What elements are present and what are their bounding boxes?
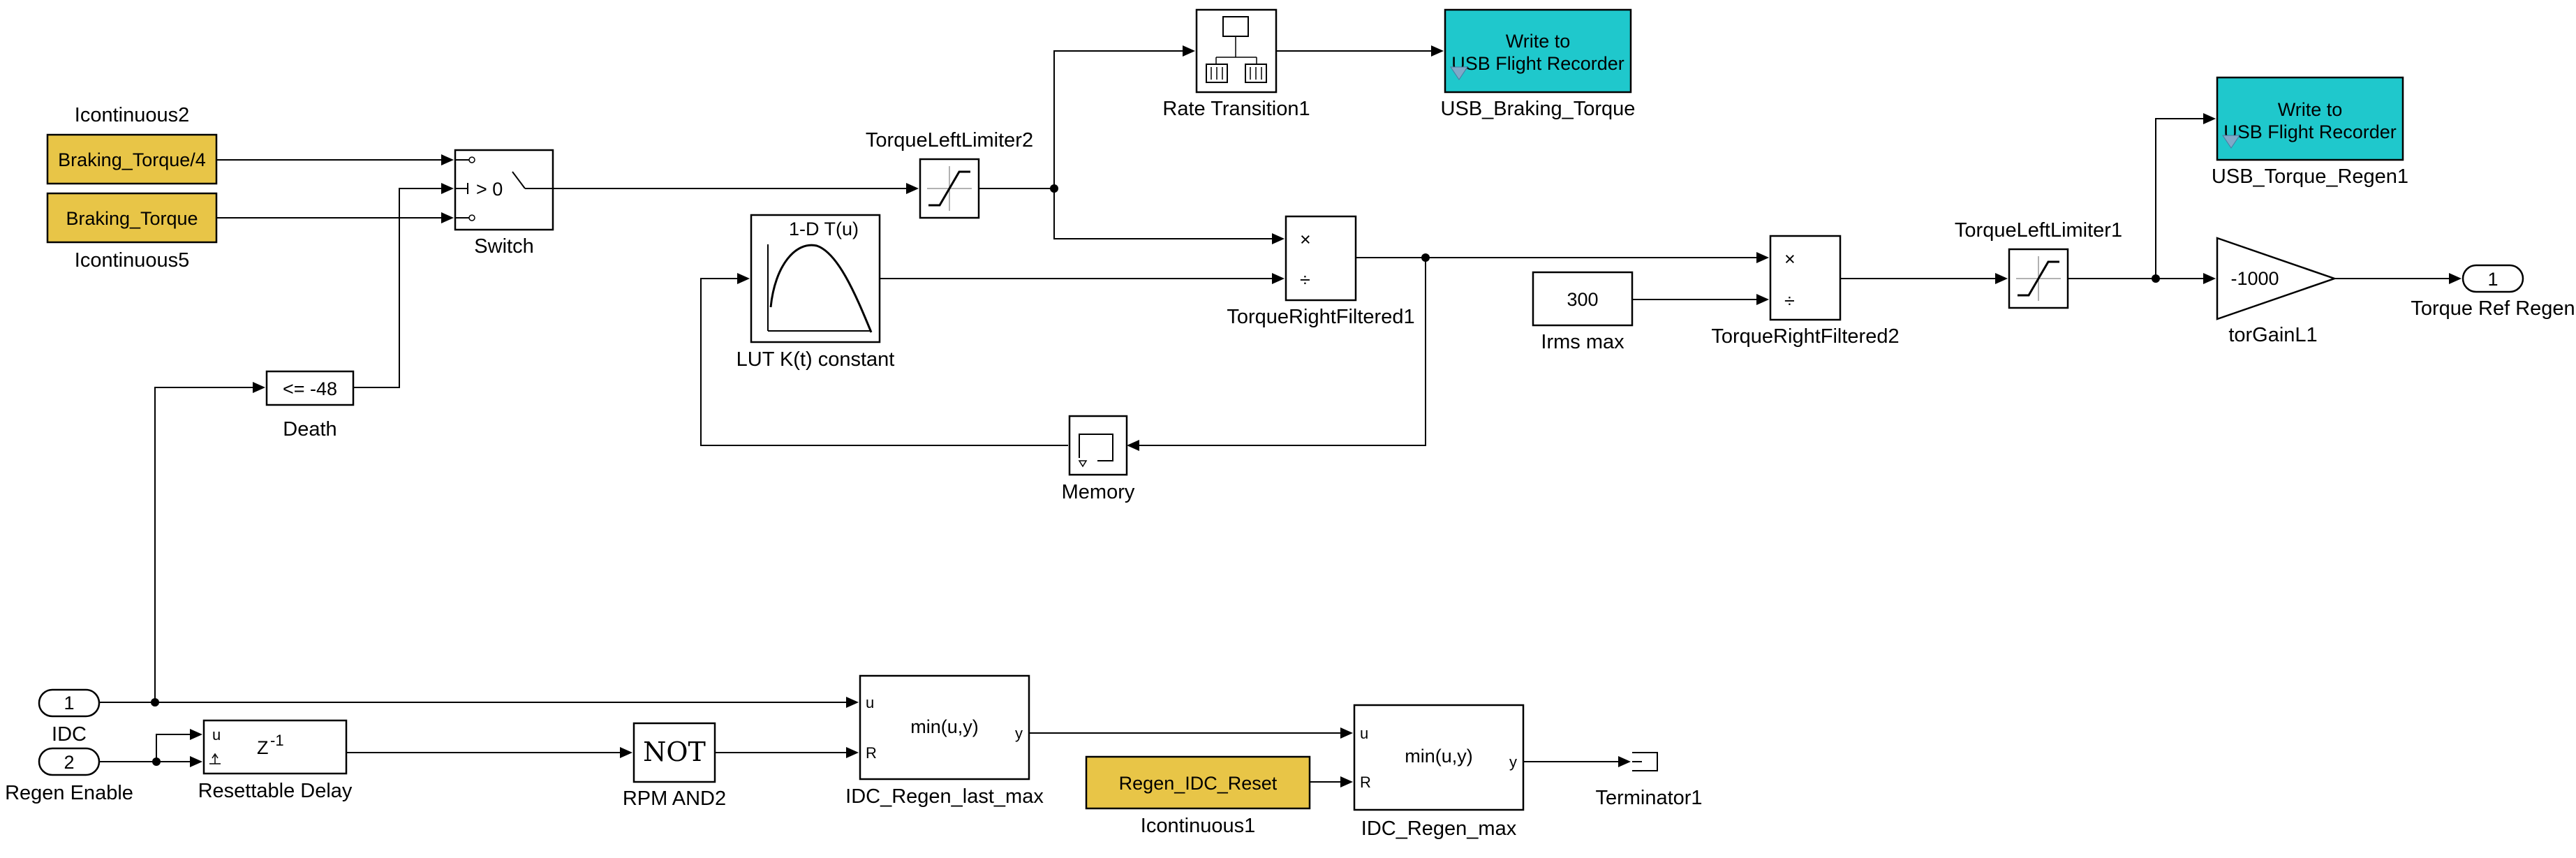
block-label: USB_Torque_Regen1	[2212, 165, 2408, 188]
wire-to-rate-transition[interactable]	[1053, 50, 1183, 188]
block-text: 300	[1567, 289, 1598, 310]
block-exponent: -1	[270, 732, 284, 749]
block-label: Regen Enable	[5, 782, 133, 804]
block-label: Switch	[474, 235, 533, 258]
block-label: Death	[283, 418, 336, 441]
block-text: min(u,y)	[910, 716, 979, 737]
block-label: TorqueLeftLimiter2	[866, 129, 1033, 151]
multiply-icon: ×	[1300, 229, 1311, 250]
block-label: IDC	[52, 723, 87, 746]
port-number: 1	[64, 693, 74, 713]
constant-braking-torque-4[interactable]: Braking_Torque/4 Icontinuous2	[46, 104, 218, 185]
block-label: Torque Ref Regen	[2411, 297, 2575, 320]
switch-block[interactable]: > 0 Switch	[454, 149, 554, 258]
block-text: Write to	[1506, 31, 1571, 52]
block-label: Icontinuous1	[1141, 815, 1255, 837]
divide-icon: ÷	[1300, 269, 1310, 290]
wire-to-usb-regen[interactable]	[2155, 118, 2203, 279]
block-text: NOT	[643, 737, 706, 767]
wire-regen-enable-branch[interactable]	[156, 734, 190, 762]
block-label: TorqueRightFiltered1	[1227, 306, 1414, 328]
down-arrow-icon	[1450, 66, 1468, 80]
block-label: Terminator1	[1595, 787, 1702, 809]
multiply-icon: ×	[1784, 249, 1796, 269]
logic-not-block[interactable]: NOT RPM AND2	[623, 722, 726, 810]
wire-death-to-switch[interactable]	[353, 188, 441, 388]
block-label: torGainL1	[2228, 324, 2317, 346]
port-label-u: u	[1360, 725, 1368, 742]
compare-block-death[interactable]: <= -48 Death	[265, 370, 355, 441]
port-label-y: y	[1509, 753, 1517, 771]
block-text: min(u,y)	[1405, 746, 1473, 767]
usb-recorder-regen[interactable]: Write to USB Flight Recorder USB_Torque_…	[2212, 76, 2408, 188]
block-text: USB Flight Recorder	[2223, 121, 2397, 142]
block-label: Rate Transition1	[1162, 98, 1310, 120]
block-text: Write to	[2278, 99, 2343, 120]
rising-edge-icon	[209, 753, 221, 764]
wire-memory-to-lut[interactable]	[700, 278, 1068, 446]
divide-icon: ÷	[1784, 290, 1795, 311]
constant-regen-idc-reset[interactable]: Regen_IDC_Reset Icontinuous1	[1085, 755, 1311, 837]
port-label-u: u	[866, 694, 874, 711]
block-text: Braking_Torque/4	[58, 149, 206, 170]
min-block-last-max[interactable]: u R y min(u,y) IDC_Regen_last_max	[845, 674, 1044, 808]
block-label: RPM AND2	[623, 787, 726, 810]
block-label: LUT K(t) constant	[736, 348, 895, 371]
port-number: 1	[2487, 269, 2498, 290]
block-label: USB_Braking_Torque	[1441, 98, 1636, 120]
wire-idc-to-death[interactable]	[154, 387, 253, 702]
block-label: Icontinuous5	[75, 249, 189, 272]
terminator-block[interactable]: Terminator1	[1595, 752, 1703, 809]
block-text: 1-D T(u)	[789, 219, 859, 239]
switch-condition: > 0	[476, 179, 503, 200]
block-text: <= -48	[283, 378, 337, 399]
block-label: Resettable Delay	[198, 780, 353, 802]
port-number: 2	[64, 752, 74, 773]
resettable-delay-block[interactable]: u Z -1 Resettable Delay	[198, 719, 353, 802]
wire-trf1-to-memory[interactable]	[1139, 258, 1426, 446]
block-text: Regen_IDC_Reset	[1119, 773, 1278, 794]
block-text: -1000	[2230, 268, 2279, 289]
block-text: Z	[257, 737, 269, 758]
gain-block[interactable]: -1000 torGainL1	[2216, 237, 2337, 346]
block-text: Braking_Torque	[66, 208, 198, 229]
usb-recorder-braking[interactable]: Write to USB Flight Recorder USB_Braking…	[1441, 8, 1636, 120]
block-label: TorqueRightFiltered2	[1711, 325, 1899, 348]
divide-block-trf1[interactable]: × ÷ TorqueRightFiltered1	[1227, 215, 1415, 328]
saturation-limiter2[interactable]: TorqueLeftLimiter2	[866, 129, 1033, 219]
port-label-r: R	[866, 744, 877, 762]
constant-irms-max[interactable]: 300 Irms max	[1532, 271, 1634, 353]
port-label-r: R	[1360, 774, 1371, 791]
block-label: TorqueLeftLimiter1	[1955, 219, 2122, 242]
memory-block[interactable]: Memory	[1062, 415, 1135, 503]
constant-braking-torque[interactable]: Braking_Torque Icontinuous5	[46, 192, 218, 272]
block-label: Irms max	[1541, 331, 1624, 353]
outport-torque-ref-regen[interactable]: 1 Torque Ref Regen	[2411, 264, 2575, 320]
down-arrow-icon	[2222, 135, 2240, 149]
block-label: Memory	[1062, 481, 1135, 503]
port-label-u: u	[212, 726, 221, 744]
inport-idc[interactable]: 1 IDC	[38, 688, 101, 746]
inport-regen-enable[interactable]: 2 Regen Enable	[5, 747, 133, 804]
block-text: USB Flight Recorder	[1451, 53, 1624, 74]
saturation-limiter1[interactable]: TorqueLeftLimiter1	[1955, 219, 2122, 309]
block-label: IDC_Regen_max	[1361, 818, 1517, 840]
min-block-regen-max[interactable]: u R y min(u,y) IDC_Regen_max	[1353, 704, 1525, 840]
lookup-table-block[interactable]: 1-D T(u) LUT K(t) constant	[736, 214, 895, 371]
rate-transition-block[interactable]: Rate Transition1	[1162, 8, 1310, 120]
block-label: IDC_Regen_last_max	[845, 785, 1044, 808]
port-label-y: y	[1015, 725, 1023, 742]
wire-to-trf1-in1[interactable]	[1053, 188, 1272, 239]
divide-block-trf2[interactable]: × ÷ TorqueRightFiltered2	[1711, 235, 1900, 348]
block-label: Icontinuous2	[75, 104, 189, 126]
signal-lines	[99, 45, 2462, 787]
